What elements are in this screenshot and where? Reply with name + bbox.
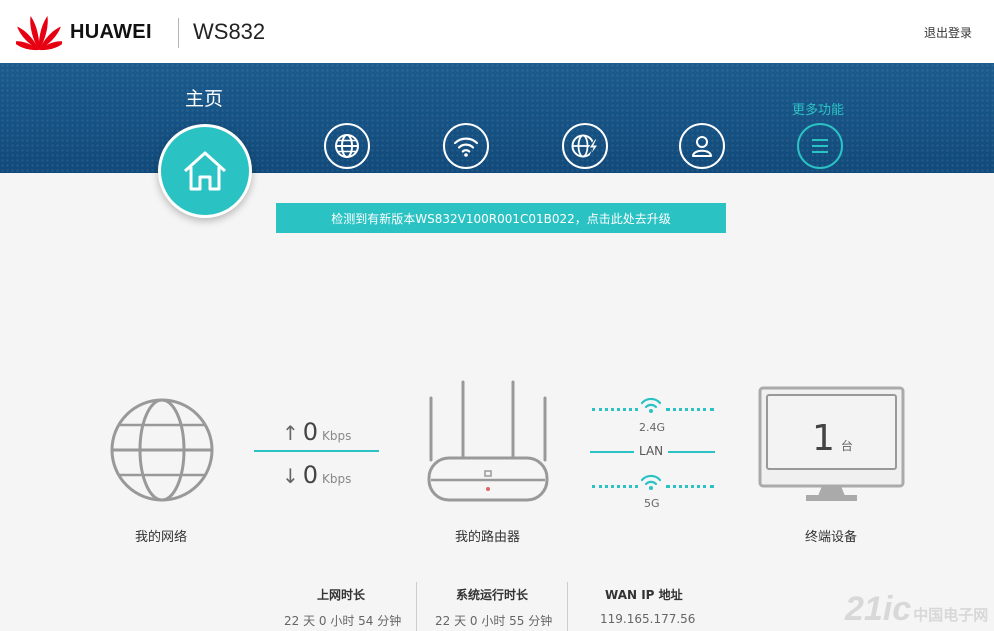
- download-speed-value: 0: [302, 461, 319, 489]
- brand-name: HUAWEI: [70, 21, 152, 43]
- user-icon: [692, 136, 712, 157]
- download-speed-unit: Kbps: [322, 472, 352, 486]
- nav-more-label: 更多功能: [792, 103, 845, 118]
- wifi-24g-icon: [640, 397, 662, 413]
- logout-link[interactable]: 退出登录: [923, 26, 972, 40]
- wan-ip-title: WAN IP 地址: [605, 588, 683, 602]
- upgrade-banner[interactable]: 检测到有新版本WS832V100R001C01B022，点击此处去升级: [276, 203, 726, 233]
- globe-icon: [335, 134, 359, 158]
- band-5g-label: 5G: [644, 497, 660, 510]
- menu-icon: [812, 139, 828, 153]
- my-network-globe-icon[interactable]: [109, 397, 215, 503]
- wan-ip-value: 119.165.177.56: [600, 612, 696, 626]
- brand-divider: [178, 18, 179, 48]
- online-duration-title: 上网时长: [317, 588, 366, 602]
- arrow-up-icon: ↑: [282, 421, 299, 445]
- stats-divider: [416, 582, 417, 631]
- band-5g-line-right: [666, 485, 714, 488]
- globe-lightning-icon: [571, 134, 599, 158]
- nav-more-button[interactable]: [797, 123, 843, 169]
- download-speed: ↓ 0 Kbps: [282, 461, 351, 489]
- uptime-title: 系统运行时长: [456, 588, 529, 602]
- device-count: 1 台: [812, 418, 853, 459]
- upload-speed-unit: Kbps: [322, 429, 352, 443]
- huawei-logo-icon: [16, 16, 62, 51]
- upload-speed-value: 0: [302, 418, 319, 446]
- nav-account-button[interactable]: [679, 123, 725, 169]
- device-count-value: 1: [812, 418, 835, 459]
- nav-home-button[interactable]: [158, 124, 252, 218]
- router-icon[interactable]: [426, 378, 550, 504]
- top-bar: HUAWEI WS832 退出登录: [0, 0, 994, 63]
- stats-divider: [567, 582, 568, 631]
- wifi-5g-icon: [640, 474, 662, 490]
- wifi-icon: [453, 137, 479, 157]
- terminal-devices-monitor-icon[interactable]: [758, 386, 905, 504]
- band-24g-line-right: [666, 408, 714, 411]
- lan-line-left: [590, 451, 634, 453]
- device-count-unit: 台: [840, 439, 853, 453]
- my-network-label: 我的网络: [135, 530, 188, 545]
- wan-connection-line: [254, 450, 379, 452]
- online-duration-value: 22 天 0 小时 54 分钟: [284, 614, 402, 628]
- band-5g-line-left: [592, 485, 638, 488]
- home-icon: [183, 151, 227, 191]
- lan-label: LAN: [639, 444, 664, 458]
- terminal-devices-label: 终端设备: [805, 530, 858, 545]
- band-24g-label: 2.4G: [639, 421, 666, 434]
- lan-line-right: [668, 451, 715, 453]
- nav-wifi-button[interactable]: [443, 123, 489, 169]
- device-model: WS832: [193, 19, 266, 44]
- upload-speed: ↑ 0 Kbps: [282, 418, 351, 446]
- nav-network-settings-button[interactable]: [562, 123, 608, 169]
- nav-home-label: 主页: [185, 88, 224, 110]
- band-24g-line-left: [592, 408, 638, 411]
- arrow-down-icon: ↓: [282, 464, 299, 488]
- nav-internet-button[interactable]: [324, 123, 370, 169]
- my-router-label: 我的路由器: [455, 530, 521, 545]
- uptime-value: 22 天 0 小时 55 分钟: [435, 614, 553, 628]
- nav-band: [0, 63, 994, 173]
